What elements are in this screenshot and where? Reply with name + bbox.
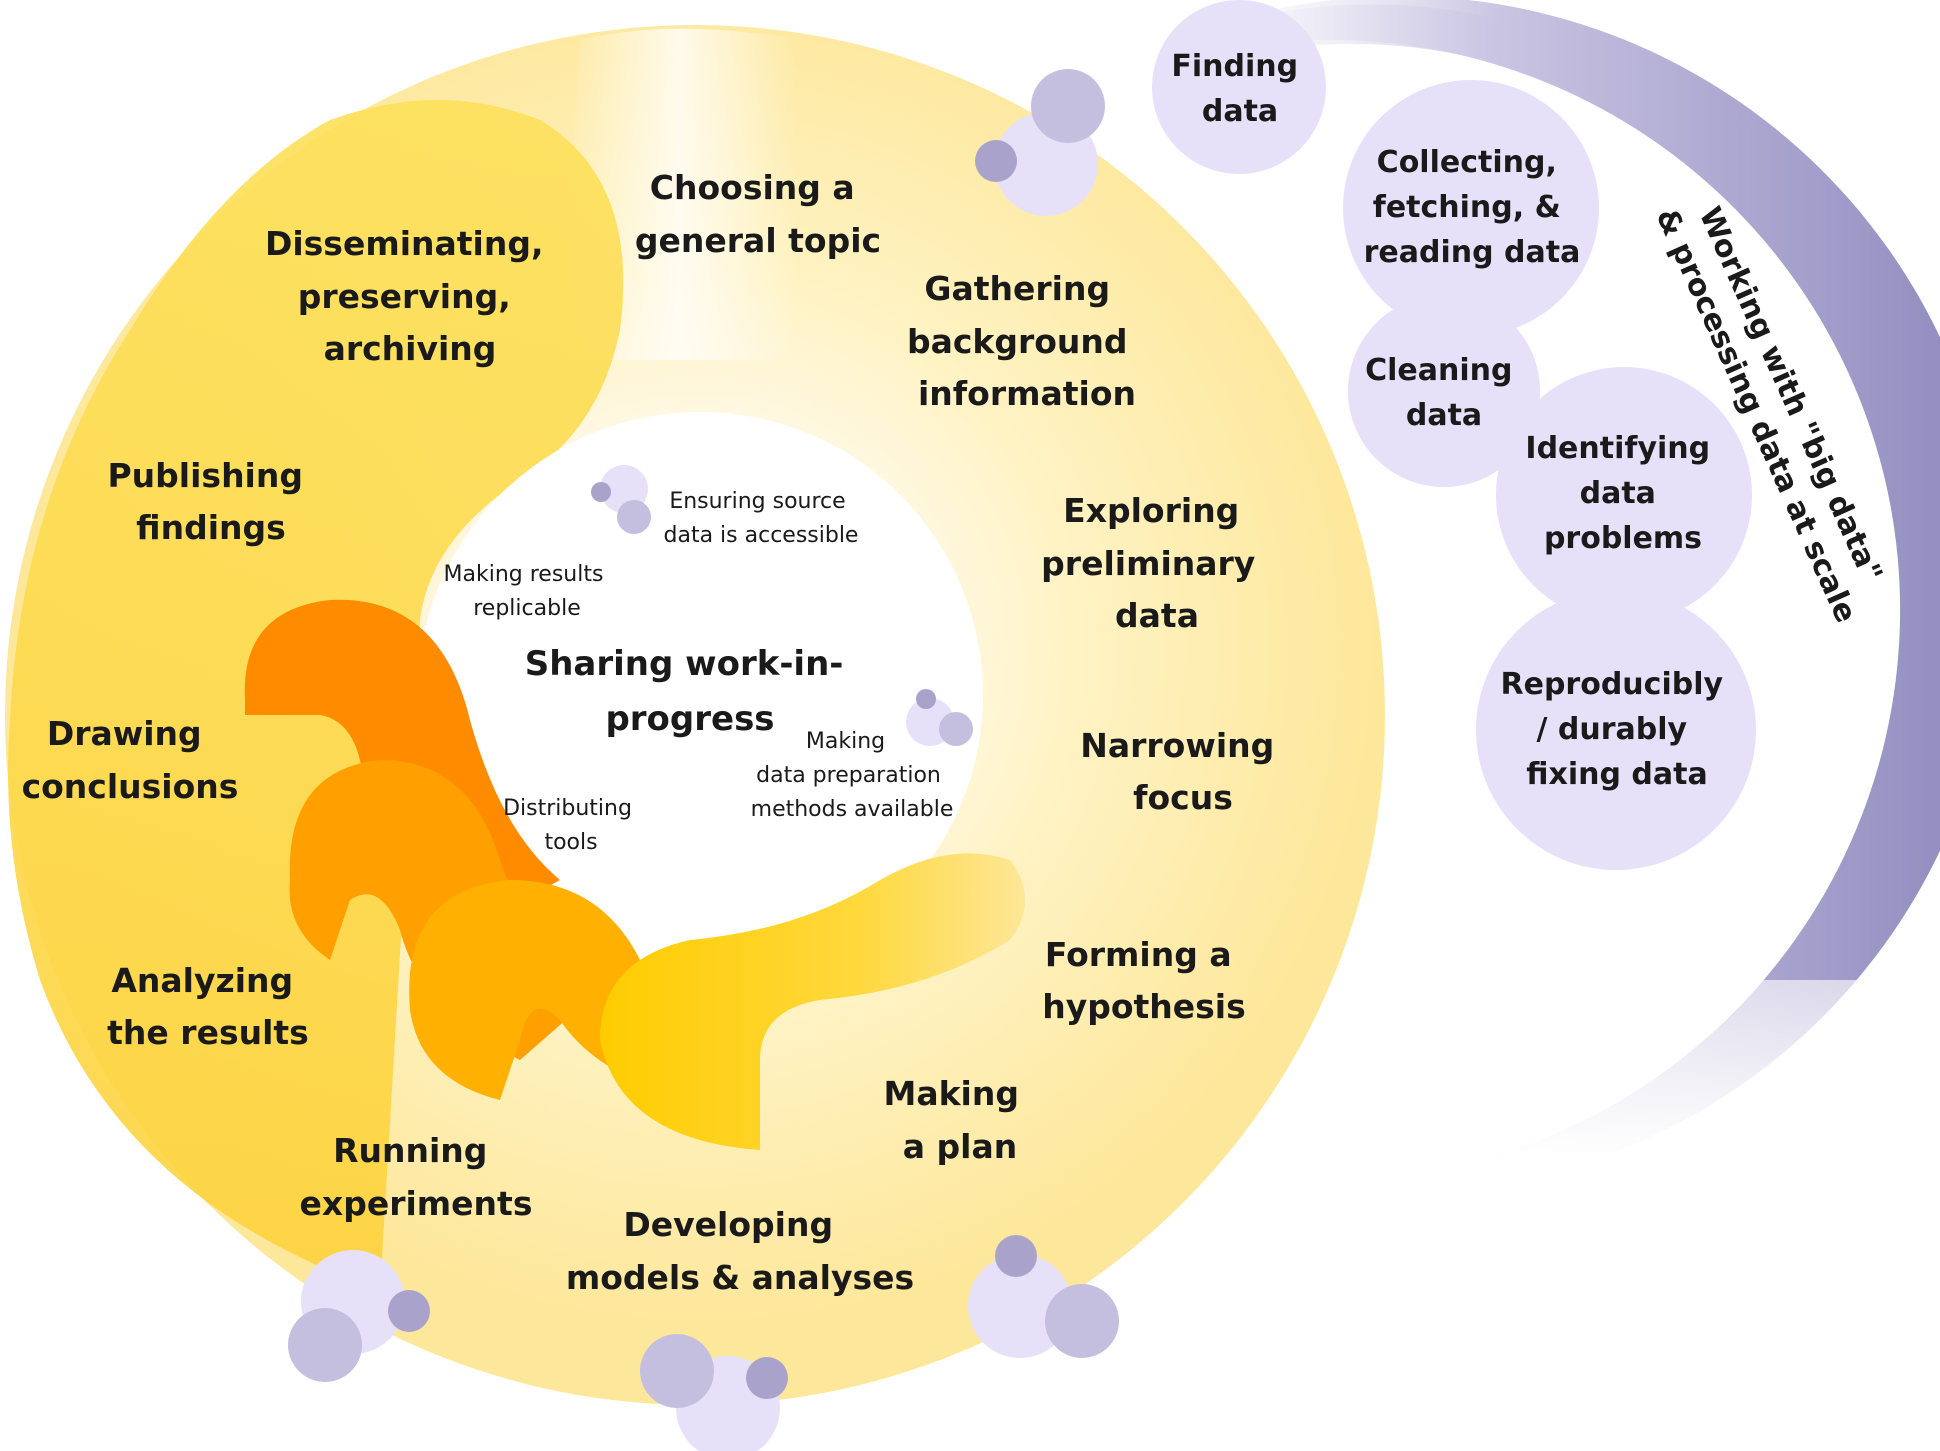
bubble-fixing-data — [1476, 590, 1756, 870]
step-gathering-background: Gathering background information — [907, 269, 1139, 413]
inner-label-tools: Distributing tools — [503, 796, 639, 855]
step-forming-hypothesis: Forming a hypothesis — [1042, 935, 1246, 1026]
center-title: Sharing work-in- progress — [525, 644, 856, 739]
label-fixing-data: Reproducibly / durably fixing data — [1501, 667, 1734, 792]
step-narrowing-focus: Narrowing focus — [1080, 726, 1286, 817]
label-collecting-data: Collecting, fetching, & reading data — [1364, 145, 1581, 270]
bubble-cluster-inner-top — [591, 465, 651, 534]
step-making-plan: Making a plan — [884, 1074, 1031, 1166]
step-disseminating: Disseminating, preserving, archiving — [265, 224, 555, 368]
bubble-identifying-problems — [1496, 367, 1752, 623]
bubble-cleaning-data — [1348, 295, 1540, 487]
label-cleaning-data: Cleaning data — [1365, 353, 1523, 433]
step-exploring-data: Exploring preliminary data — [1041, 491, 1267, 635]
step-running-experiments: Running experiments — [300, 1131, 533, 1223]
label-identifying-problems: Identifying data problems — [1525, 431, 1720, 556]
step-choosing-topic: Choosing a general topic — [635, 168, 881, 260]
center-title-line-2: progress — [605, 699, 774, 739]
bubble-cluster-bottom-center — [640, 1334, 788, 1451]
center-title-line-1: Sharing work-in- — [525, 644, 844, 684]
inner-label-source-data: Ensuring source data is accessible — [664, 489, 859, 548]
big-data-arc — [1180, 0, 1940, 1180]
bubble-cluster-top — [975, 69, 1105, 216]
bubble-cluster-bottom-left — [288, 1250, 430, 1382]
bubble-cluster-bottom-right — [968, 1235, 1119, 1358]
sharing-center-circle — [417, 412, 983, 978]
step-publishing-findings: Publishing findings — [108, 456, 315, 547]
step-drawing-conclusions: Drawing conclusions — [22, 714, 239, 806]
bubble-cluster-inner-right — [906, 689, 973, 746]
bubble-finding-data — [1152, 0, 1326, 174]
data-bubbles — [1152, 0, 1756, 870]
step-developing-models: Developing models & analyses — [566, 1205, 914, 1297]
bubble-collecting-data — [1343, 80, 1599, 336]
inner-label-prep-methods: Making data preparation methods availabl… — [751, 729, 954, 822]
inner-label-replicable: Making results replicable — [444, 562, 611, 621]
orange-hook-segments — [244, 599, 1025, 1150]
label-finding-data: Finding data — [1171, 49, 1308, 129]
step-analyzing-results: Analyzing the results — [107, 961, 309, 1052]
